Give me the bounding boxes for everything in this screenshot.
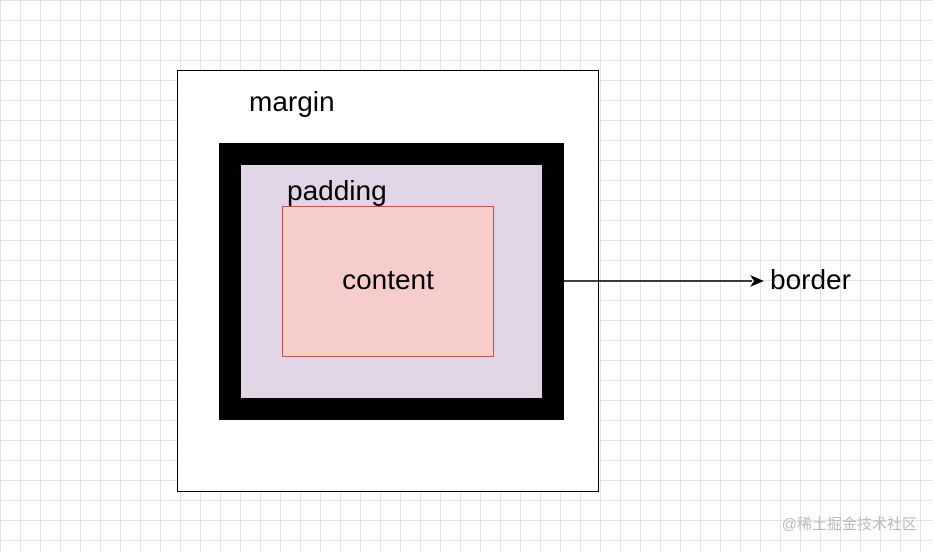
border-label: border bbox=[770, 264, 851, 295]
padding-label: padding bbox=[287, 175, 387, 206]
arrow-head bbox=[750, 275, 764, 287]
margin-label: margin bbox=[249, 86, 335, 117]
content-box bbox=[282, 206, 494, 357]
watermark: @稀土掘金技术社区 bbox=[781, 516, 917, 533]
content-label: content bbox=[342, 264, 434, 295]
